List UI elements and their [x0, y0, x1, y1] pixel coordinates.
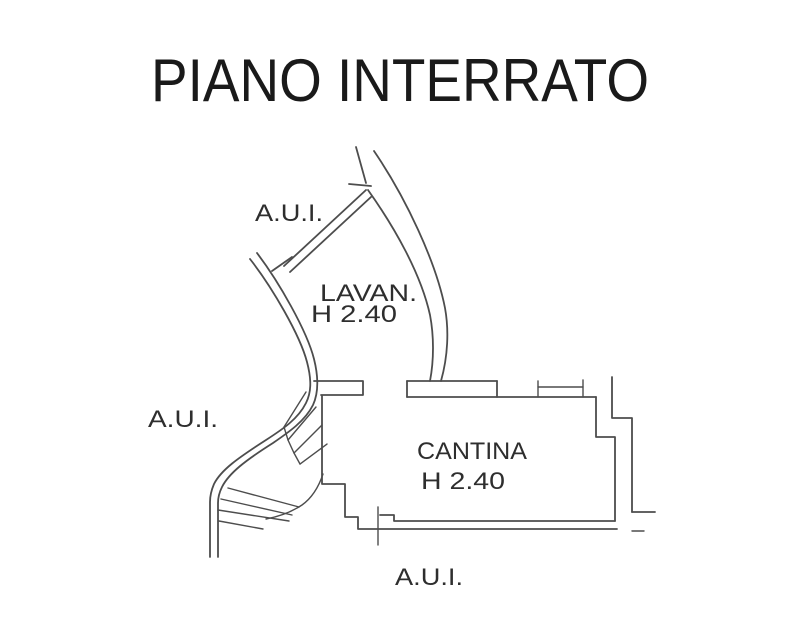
wall-cantina-top — [406, 380, 597, 398]
staircase-inner-arc — [265, 473, 324, 520]
wall-cantina-left-and-bottom — [321, 395, 645, 546]
wall-left-curved — [209, 252, 319, 558]
room-label-aui-left: A.U.I. — [148, 406, 218, 433]
room-label-cantina-height: H 2.40 — [421, 468, 505, 495]
wall-piece-left-of-door — [313, 380, 364, 396]
room-label-lavan-height: H 2.40 — [311, 301, 397, 328]
room-label-cantina: CANTINA — [417, 438, 527, 465]
wall-right-curved — [367, 150, 449, 382]
room-label-lavan: LAVAN. — [320, 280, 417, 307]
window-marker — [537, 379, 584, 398]
wall-cantina-right — [595, 376, 656, 522]
wall-top-stub — [348, 146, 372, 187]
staircase — [217, 391, 328, 530]
room-label-aui-bottom: A.U.I. — [395, 564, 463, 591]
wall-diagonal-aui-lavan — [271, 189, 372, 273]
page-title: PIANO INTERRATO — [151, 47, 649, 114]
room-label-aui-top: A.U.I. — [255, 200, 323, 227]
